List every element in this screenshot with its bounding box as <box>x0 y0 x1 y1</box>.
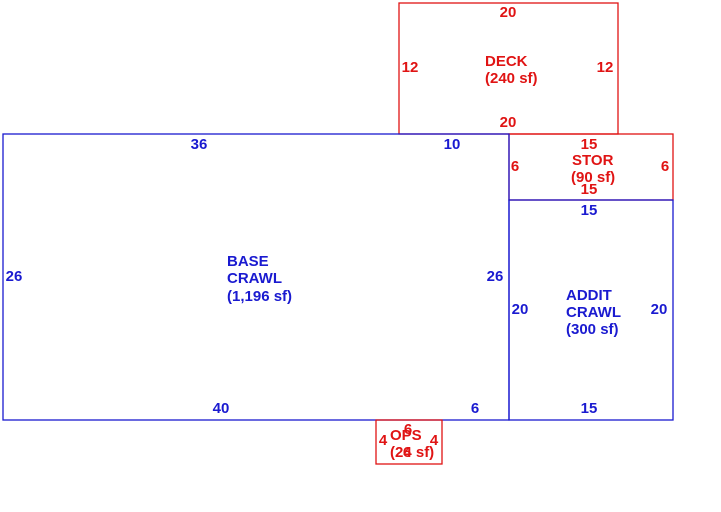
addit-crawl-outline <box>508 199 674 421</box>
ops-dim-left: 4 <box>379 432 388 449</box>
ops-label: OPS <box>390 427 422 444</box>
addit-label-line1: ADDIT <box>566 287 612 304</box>
base-dim-right: 26 <box>487 268 504 285</box>
stor-dim-right: 6 <box>661 158 669 175</box>
ops-outline <box>375 419 443 465</box>
addit-label-line2: CRAWL <box>566 304 621 321</box>
ops-dim-right: 4 <box>430 432 439 449</box>
base-label-line1: BASE <box>227 253 269 270</box>
stor-dim-left: 6 <box>511 158 519 175</box>
addit-area: (300 sf) <box>566 321 619 338</box>
deck-label: DECK <box>485 53 528 70</box>
deck-dim-left: 12 <box>402 59 419 76</box>
stor-area: (90 sf) <box>571 169 615 186</box>
base-area: (1,196 sf) <box>227 288 292 305</box>
deck-dim-top: 20 <box>500 4 517 21</box>
deck-dim-bottom: 20 <box>500 114 517 131</box>
addit-dim-right: 20 <box>651 301 668 318</box>
ops-dim-top: 6 <box>404 421 412 438</box>
addit-dim-top: 15 <box>581 202 598 219</box>
stor-dim-bottom: 15 <box>581 181 598 198</box>
addit-dim-bottom: 15 <box>581 400 598 417</box>
stor-label: STOR <box>572 152 614 169</box>
base-dim-bottom-right: 6 <box>471 400 479 417</box>
base-dim-top: 36 <box>191 136 208 153</box>
stor-dim-top: 15 <box>581 136 598 153</box>
base-dim-left: 26 <box>6 268 23 285</box>
deck-dim-right: 12 <box>597 59 614 76</box>
base-label-line2: CRAWL <box>227 270 282 287</box>
addit-dim-left: 20 <box>512 301 529 318</box>
ops-dim-bottom: 6 <box>403 444 411 461</box>
base-dim-top-right: 10 <box>444 136 461 153</box>
ops-area: (24 sf) <box>390 444 434 461</box>
base-dim-bottom: 40 <box>213 400 230 417</box>
deck-area: (240 sf) <box>485 70 538 87</box>
